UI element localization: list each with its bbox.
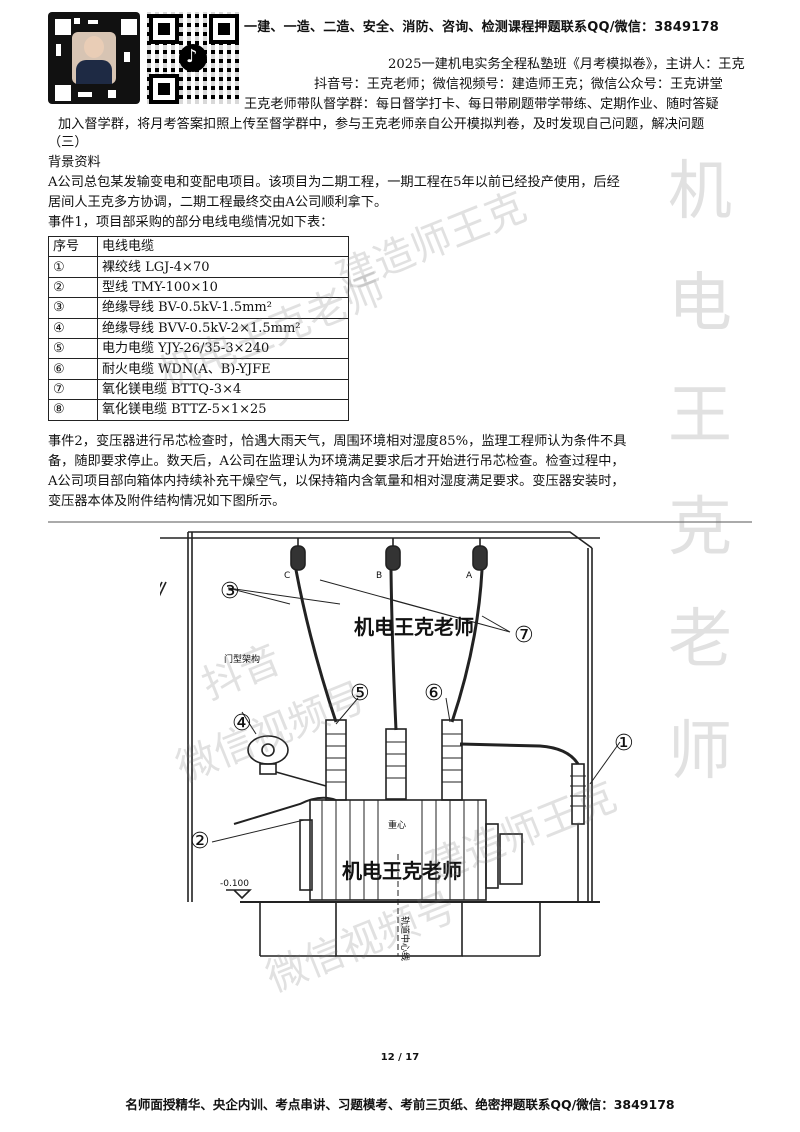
header-cell-index: 序号	[48, 235, 98, 258]
row-index: ⑥	[48, 358, 98, 380]
event-2b: 备，随即要求停止。数天后，A公司在监理认为环境满足要求后才开始进行吊芯检查。检查…	[48, 454, 625, 469]
label-3: ③	[220, 579, 240, 604]
ad-line: 一建、一造、二造、安全、消防、咨询、检测课程押题联系QQ/微信：3849178	[244, 20, 719, 35]
avatar	[72, 32, 116, 84]
event-1: 事件1，项目部采购的部分电线电缆情况如下表：	[48, 215, 334, 230]
study-group-note: 加入督学群，将月考答案扣照上传至督学群中，参与王克老师亲自公开模拟判卷，及时发现…	[58, 117, 705, 132]
label-5: ⑤	[350, 681, 370, 706]
section-number: （三）	[48, 135, 88, 150]
paragraph-1a: A公司总包某发输变电和变配电项目。该项目为二期工程，一期工程在5年以前已经投产使…	[48, 175, 620, 190]
paragraph-1b: 居间人王克多方协调，二期工程最终交由A公司顺利拿下。	[48, 195, 388, 210]
label-4: ④	[232, 711, 252, 736]
row-cable: 氧化镁电缆 BTTZ-5×1×25	[97, 399, 349, 421]
row-cable: 裸绞线 LGJ-4×70	[97, 256, 349, 278]
gantry-top	[188, 531, 593, 549]
row-index: ③	[48, 297, 98, 319]
row-index: ④	[48, 317, 98, 339]
row-index: ⑦	[48, 378, 98, 401]
row-index: ①	[48, 256, 98, 278]
social-accounts: 抖音号：王克老师；微信视频号：建造师王克；微信公众号：王克讲堂	[314, 77, 723, 92]
study-group: 王克老师带队督学群：每日督学打卡、每日带刷题带学带练、定期作业、随时答疑	[244, 97, 719, 112]
footer-ad: 名师面授精华、央企内训、考点串讲、习题模考、考前三页纸、绝密押题联系QQ/微信：…	[125, 1097, 675, 1112]
row-index: ⑧	[48, 399, 98, 421]
divider	[48, 521, 752, 523]
diagram-body-text: 机电王克老师	[342, 859, 462, 883]
center-label: 重心	[388, 819, 406, 831]
page-number: 12 / 17	[380, 1052, 420, 1063]
row-cable: 绝缘导线 BV-0.5kV-1.5mm²	[97, 297, 349, 319]
label-6: ⑥	[424, 681, 444, 706]
phase-c-top: C	[284, 571, 290, 581]
douyin-icon	[179, 44, 207, 72]
row-index: ⑤	[48, 337, 98, 360]
phase-b-top: B	[376, 571, 382, 581]
rail-label: 轨道中心线	[399, 916, 411, 961]
label-2: ②	[190, 829, 210, 854]
background-title: 背景资料	[48, 155, 101, 170]
frame-label: 门型架构	[224, 653, 260, 665]
row-cable: 绝缘导线 BVV-0.5kV-2×1.5mm²	[97, 317, 349, 339]
side-char: 电	[668, 267, 732, 341]
event-2d: 变压器本体及附件结构情况如下图所示。	[48, 494, 286, 509]
side-char: 王	[668, 379, 732, 453]
row-cable: 耐火电缆 WDN(A、B)-YJFE	[97, 358, 349, 380]
table-header-row: 序号 电线电缆	[48, 235, 349, 258]
diagram-top-text: 机电王克老师	[354, 615, 474, 639]
level-label: -0.100	[220, 879, 249, 889]
side-char: 机	[668, 155, 732, 229]
label-1: ①	[614, 731, 634, 756]
row-cable: 氧化镁电缆 BTTQ-3×4	[97, 378, 349, 401]
qr-code-avatar	[48, 12, 140, 104]
course-title: 2025一建机电实务全程私塾班《月考模拟卷》，主讲人：王克	[388, 57, 745, 72]
label-7: ⑦	[514, 623, 534, 648]
row-index: ②	[48, 276, 98, 299]
row-cable: 型线 TMY-100×10	[97, 276, 349, 299]
event-2a: 事件2，变压器进行吊芯检查时，恰遇大雨天气，周围环境相对湿度85%，监理工程师认…	[48, 434, 627, 449]
phase-a-top: A	[466, 571, 473, 581]
header-cell-cable: 电线电缆	[97, 235, 349, 258]
transformer-diagram: ③ ⑦ ⑤ ⑥ ④ ① ② C B A 门型架构 -0.100 重心 轨道中心线…	[160, 531, 634, 961]
row-cable: 电力电缆 YJY-26/35-3×240	[97, 337, 349, 360]
qr-code-douyin	[147, 12, 239, 104]
event-2c: A公司项目部向箱体内持续补充干燥空气，以保持箱内含氧量和相对湿度满足要求。变压器…	[48, 474, 625, 489]
